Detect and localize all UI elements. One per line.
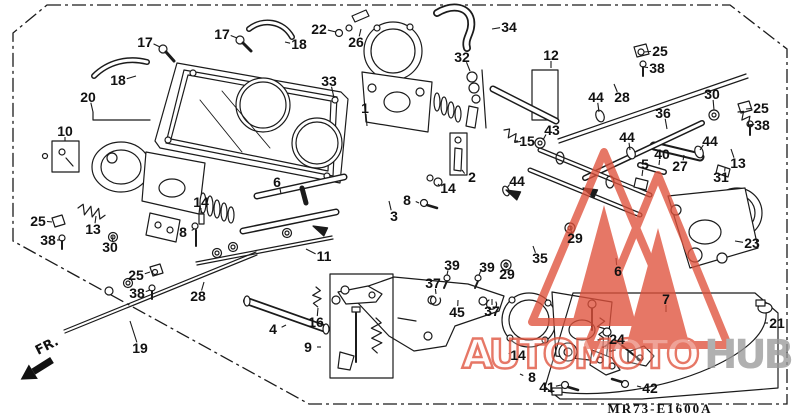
- part-label-25: 25: [128, 267, 144, 283]
- part-label-13: 13: [730, 155, 746, 171]
- part-label-25: 25: [652, 43, 668, 59]
- part-label-22: 22: [311, 21, 327, 37]
- part-label-28: 28: [190, 288, 206, 304]
- watermark: AUTOMOTO HUB: [461, 148, 794, 379]
- part-label-38: 38: [754, 117, 770, 133]
- part-label-40: 40: [654, 146, 670, 162]
- part-label-32: 32: [454, 49, 470, 65]
- fr-label: FR.: [33, 334, 61, 358]
- part-label-16: 16: [308, 314, 324, 330]
- part-label-29: 29: [567, 230, 583, 246]
- part-label-38: 38: [129, 285, 145, 301]
- part-label-38: 38: [40, 232, 56, 248]
- part-label-25: 25: [30, 213, 46, 229]
- part-label-13: 13: [85, 221, 101, 237]
- part-label-6: 6: [614, 263, 622, 279]
- part-label-18: 18: [291, 36, 307, 52]
- part-label-21: 21: [769, 315, 785, 331]
- part-label-33: 33: [321, 73, 337, 89]
- part-label-14: 14: [510, 347, 526, 363]
- part-label-6: 6: [273, 174, 281, 190]
- part-label-17: 17: [214, 26, 230, 42]
- part-label-5: 5: [641, 156, 649, 172]
- jet-needle-set: [419, 69, 487, 210]
- leader-lines: [46, 27, 768, 388]
- part-label-37: 37: [425, 275, 441, 291]
- part-label-26: 26: [348, 34, 364, 50]
- part-label-36: 36: [655, 105, 671, 121]
- part-label-11: 11: [316, 248, 332, 264]
- part-label-31: 31: [713, 169, 729, 185]
- part-label-44: 44: [702, 133, 718, 149]
- part-label-3: 3: [390, 208, 398, 224]
- part-label-8: 8: [403, 192, 411, 208]
- part-label-43: 43: [544, 122, 560, 138]
- part-label-25: 25: [753, 100, 769, 116]
- part-label-39: 39: [479, 259, 495, 275]
- part-label-14: 14: [440, 180, 456, 196]
- part-label-20: 20: [80, 89, 96, 105]
- part-label-8: 8: [179, 224, 187, 240]
- part-label-27: 27: [672, 158, 688, 174]
- diagram-border: [12, 4, 788, 405]
- watermark-text-red: AUTOMOTO: [462, 332, 700, 378]
- part-label-44: 44: [509, 173, 525, 189]
- part-label-41: 41: [539, 379, 555, 395]
- part-label-30: 30: [102, 239, 118, 255]
- part-label-44: 44: [588, 89, 604, 105]
- part-label-37: 37: [484, 303, 500, 319]
- watermark-logo-icon: [528, 148, 732, 349]
- diagram-code: MR73-E1600A: [607, 401, 713, 416]
- part-label-23: 23: [744, 235, 760, 251]
- part-label-10: 10: [57, 123, 73, 139]
- part-label-19: 19: [132, 340, 148, 356]
- part-label-44: 44: [619, 129, 635, 145]
- small-hardware: [51, 35, 755, 392]
- part-label-24: 24: [609, 331, 625, 347]
- part-label-4: 4: [269, 321, 277, 337]
- watermark-text-gray: HUB: [704, 332, 794, 378]
- fr-direction-arrow-icon: FR.: [20, 334, 61, 380]
- part-label-39: 39: [444, 257, 460, 273]
- left-carburetor-body: [91, 141, 235, 243]
- part-label-15: 15: [519, 133, 535, 149]
- part-label-2: 2: [468, 169, 476, 185]
- part-label-35: 35: [532, 250, 548, 266]
- part-label-18: 18: [110, 72, 126, 88]
- part-label-38: 38: [649, 60, 665, 76]
- part-label-29: 29: [499, 266, 515, 282]
- part-label-7: 7: [662, 291, 670, 307]
- needle-set-box: [531, 69, 559, 121]
- part-label-9: 9: [304, 339, 312, 355]
- part-label-1: 1: [361, 100, 369, 116]
- part-label-45: 45: [449, 304, 465, 320]
- part-label-14: 14: [193, 194, 209, 210]
- part-label-30: 30: [704, 86, 720, 102]
- part-label-12: 12: [543, 47, 559, 63]
- part-label-42: 42: [642, 380, 658, 396]
- linkage-set-box: [312, 273, 394, 379]
- part-label-34: 34: [501, 19, 517, 35]
- part-label-28: 28: [614, 89, 630, 105]
- part-label-8: 8: [528, 369, 536, 385]
- air-chamber-cover: [154, 62, 349, 184]
- stay-bracket: [356, 276, 505, 352]
- top-carburetor-body: [334, 9, 462, 133]
- part-label-17: 17: [137, 34, 153, 50]
